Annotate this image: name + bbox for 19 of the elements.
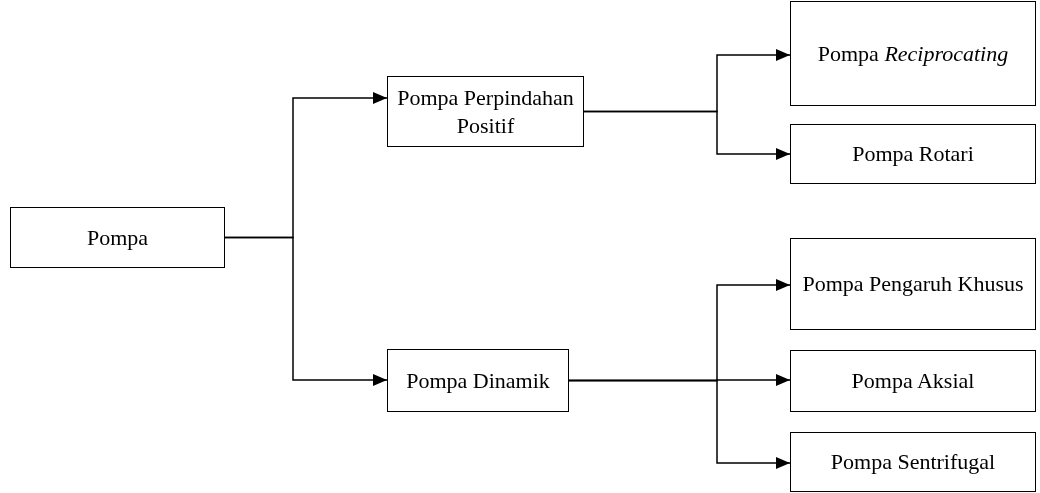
node-label: Pompa (86, 223, 149, 252)
process-box (387, 349, 569, 412)
process-box (790, 350, 1036, 412)
arrow (224, 236, 388, 386)
node-label: Pompa Pengaruh Khusus (802, 270, 1024, 298)
process-box (790, 238, 1036, 330)
node-label: Pompa Rotari (852, 140, 974, 168)
process-box (790, 124, 1036, 184)
node-label: Pompa Reciprocating (817, 39, 1009, 68)
process-box (10, 207, 225, 268)
arrow (583, 110, 791, 160)
node-label: Pompa Dinamik (406, 366, 550, 395)
process-box (387, 76, 584, 147)
node-label: Pompa Sentrifugal (830, 448, 996, 476)
process-box (790, 1, 1036, 106)
node-label: Pompa Aksial (851, 367, 975, 395)
process-box (790, 432, 1036, 492)
node-label: Pompa Perpindahan Positif (396, 84, 575, 139)
arrow (568, 379, 791, 469)
